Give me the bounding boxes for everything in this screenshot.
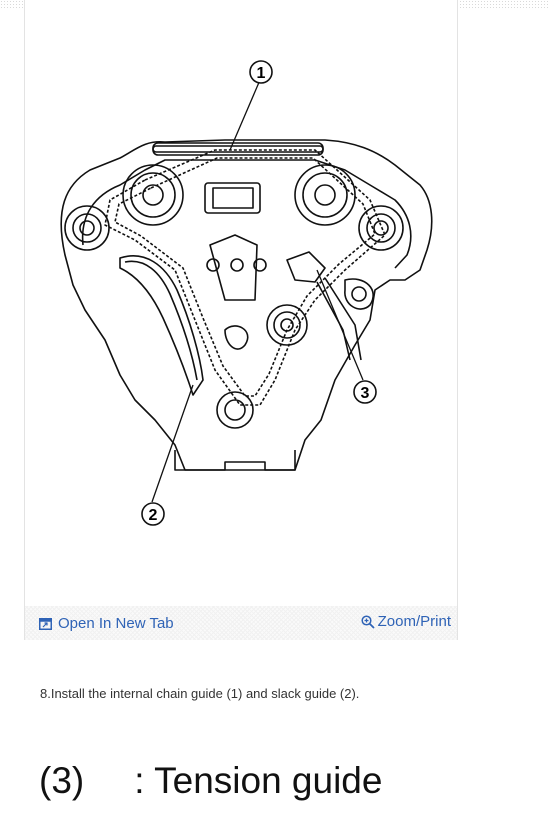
callout-3: 3	[353, 380, 377, 404]
zoom-print-label: Zoom/Print	[377, 613, 451, 630]
callout-1: 1	[249, 60, 273, 84]
open-in-new-tab-label: Open In New Tab	[58, 615, 174, 632]
callout-2: 2	[141, 502, 165, 526]
timing-chain-diagram[interactable]: 1 2 3	[25, 0, 457, 605]
open-in-new-tab-link[interactable]: Open In New Tab	[39, 615, 174, 632]
svg-text:1: 1	[257, 65, 266, 82]
zoom-icon	[361, 614, 375, 629]
new-tab-icon	[39, 617, 52, 630]
svg-text:3: 3	[361, 385, 370, 402]
caption: (3) : Tension guide	[39, 760, 382, 802]
image-link-bar: Open In New Tab Zoom/Print	[25, 606, 457, 640]
zoom-print-link[interactable]: Zoom/Print	[361, 613, 451, 630]
caption-text: : Tension guide	[134, 760, 383, 801]
caption-number: (3)	[39, 760, 85, 801]
svg-text:2: 2	[149, 507, 158, 524]
image-card: 1 2 3 Open In New Tab Zoom/Print	[24, 0, 458, 640]
instruction-text: 8.Install the internal chain guide (1) a…	[40, 686, 360, 701]
